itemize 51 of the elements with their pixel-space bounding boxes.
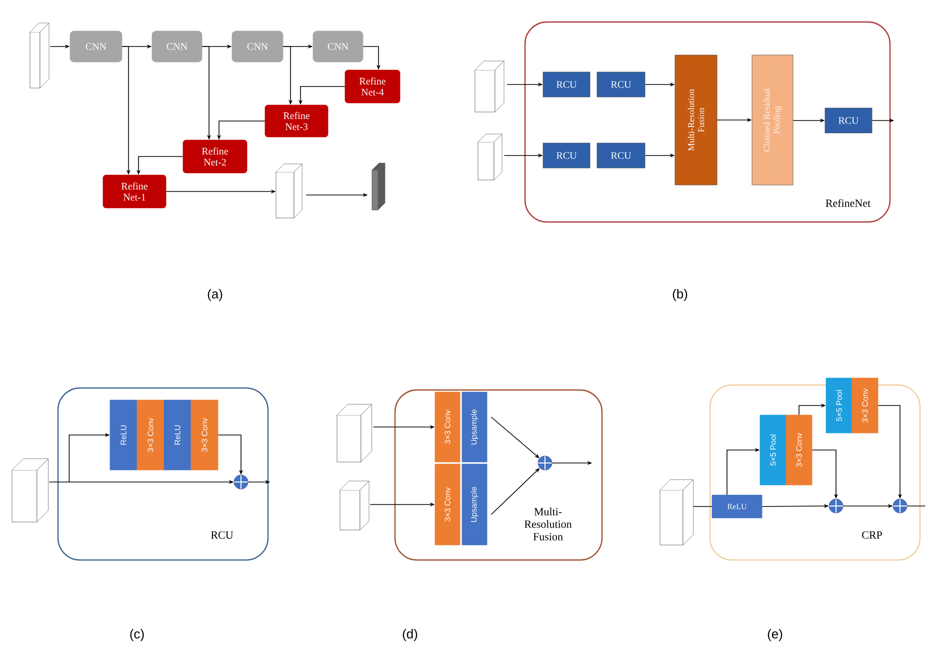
layer-bar: 3×3 Conv — [136, 400, 164, 470]
sum-circle — [892, 498, 908, 514]
layer-bar: 3×3 Conv — [786, 414, 812, 486]
line — [692, 506, 712, 507]
module-box: Refine Net-3 — [264, 104, 328, 138]
layer-bar: Chained Residual Pooling — [752, 54, 794, 186]
feature-map-drawing — [336, 404, 372, 462]
layer-box: CNN — [70, 30, 122, 62]
block-box: RCU — [596, 142, 646, 168]
feature-map-drawing — [276, 164, 302, 218]
block-box: RCU — [542, 142, 590, 168]
subfigure-label: (a) — [208, 288, 222, 302]
layer-bar: Upsample — [462, 464, 488, 546]
panel-title: RCU — [211, 531, 234, 539]
module-box: Refine Net-2 — [182, 140, 248, 174]
layer-box: CNN — [312, 30, 364, 62]
panel-title: CRP — [862, 531, 882, 539]
module-box: Refine Net-1 — [102, 174, 166, 208]
feature-map-drawing — [478, 134, 502, 180]
layer-bar: 5×5 Pool — [826, 378, 852, 434]
panel-title: Multi-Resolution Fusion — [524, 508, 572, 540]
layer-bar: 3×3 Conv — [434, 464, 460, 546]
layer-bar: Multi-Resolution Fusion — [674, 54, 718, 186]
subfigure-label: (c) — [130, 628, 144, 642]
layer-bar: ReLU — [164, 400, 192, 470]
feature-map-drawing — [30, 22, 50, 88]
layer-bar: 3×3 Conv — [190, 400, 218, 470]
layer-bar: 5×5 Pool — [760, 414, 786, 486]
block-box: RCU — [542, 72, 590, 98]
sum-circle — [828, 498, 844, 514]
feature-map-drawing — [12, 458, 48, 522]
feature-map-drawing — [660, 479, 694, 546]
subfigure-label: (d) — [402, 628, 418, 642]
subfigure-label: (b) — [672, 288, 688, 302]
layer-bar: 3×3 Conv — [434, 392, 460, 462]
sum-circle — [538, 456, 552, 470]
layer-bar: Upsample — [462, 392, 488, 462]
feature-map-drawing — [340, 480, 370, 530]
layer-bar: ReLU — [110, 400, 138, 470]
panel-title: RefineNet — [826, 199, 871, 207]
block-box: RCU — [596, 72, 646, 98]
block-box: RCU — [824, 108, 872, 134]
feature-map-drawing — [372, 162, 386, 210]
layer-bar: ReLU — [712, 494, 762, 518]
layer-box: CNN — [152, 30, 202, 62]
feature-map-drawing — [474, 60, 504, 112]
layer-bar: 3×3 Conv — [852, 378, 878, 434]
layer-box: CNN — [232, 30, 284, 62]
sum-circle — [234, 474, 248, 490]
module-box: Refine Net-4 — [344, 70, 400, 104]
subfigure-label: (e) — [768, 628, 782, 642]
